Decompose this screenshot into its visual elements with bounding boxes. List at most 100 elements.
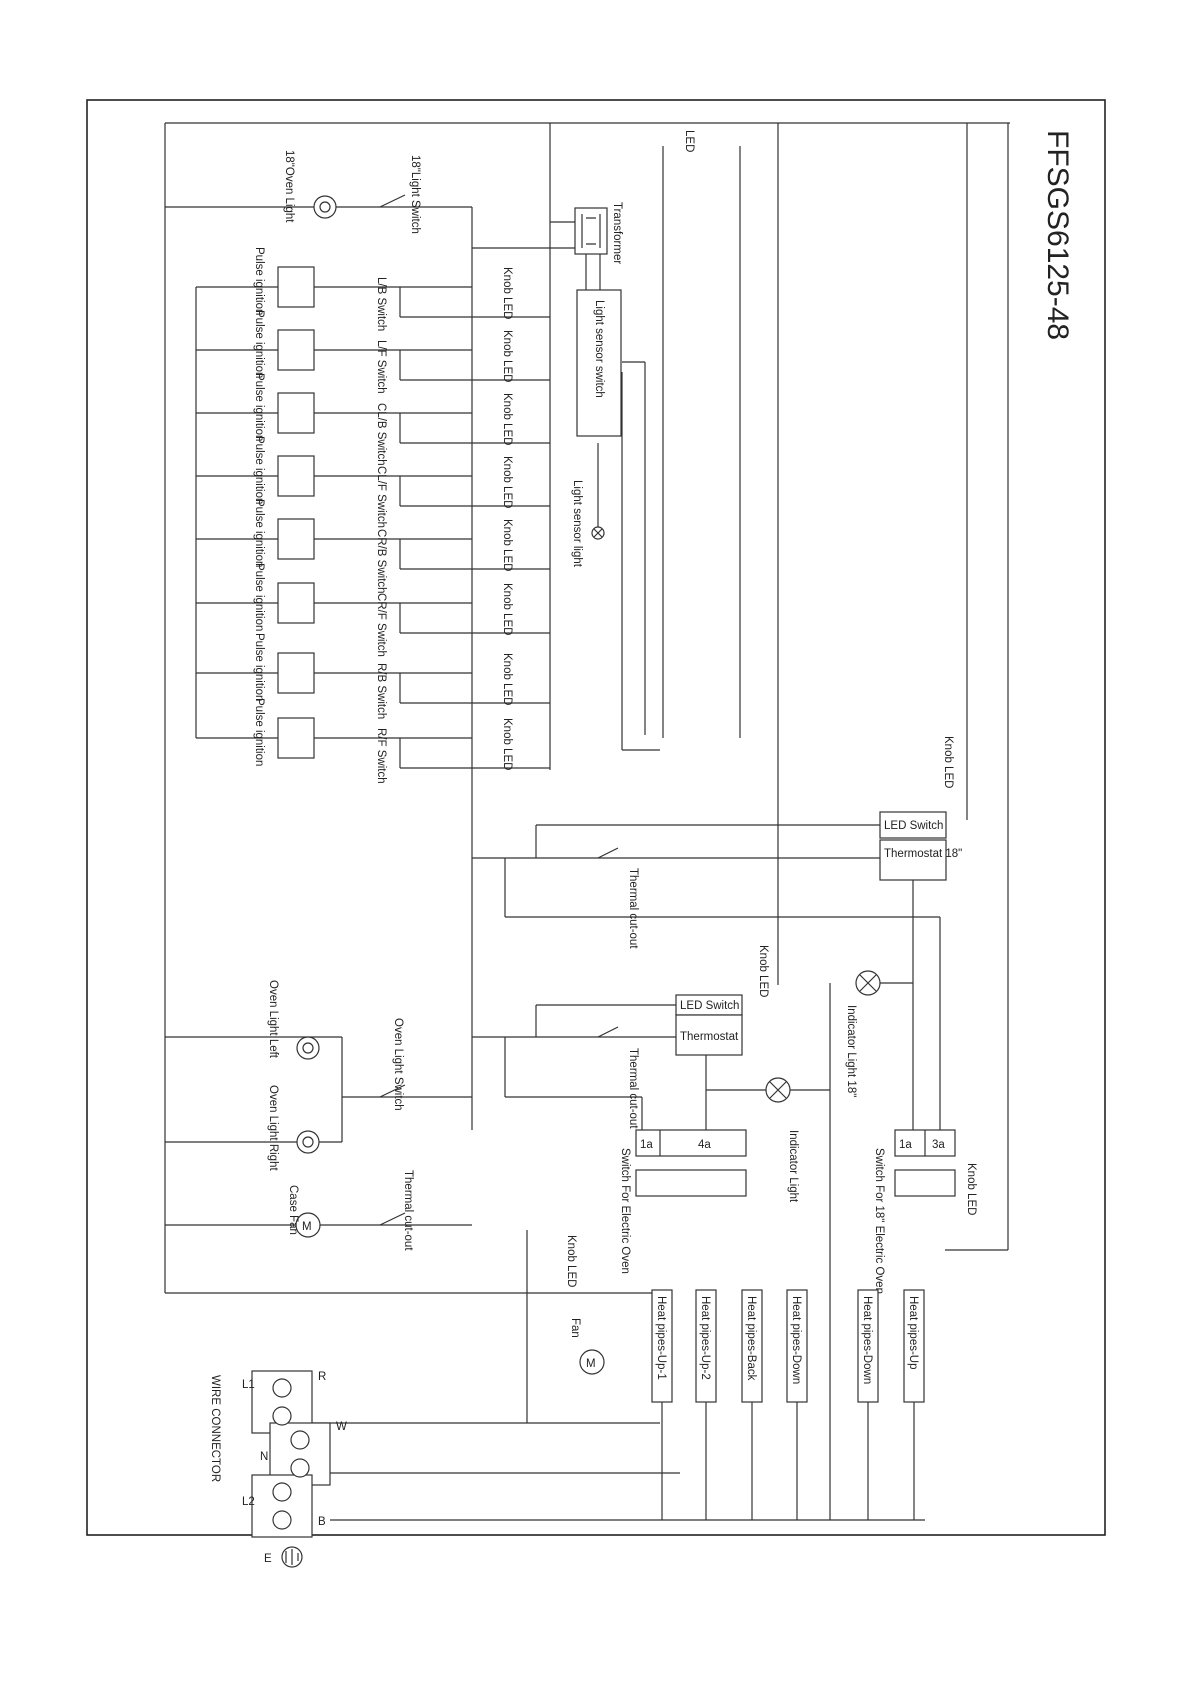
- knob-led-label: Knob LED: [501, 393, 513, 445]
- heat-pipe-label: Heat pipes-Down: [861, 1296, 873, 1384]
- svg-text:Knob LED: Knob LED: [942, 736, 954, 788]
- fan: M Fan: [569, 1318, 605, 1375]
- svg-text:Thermostat 18": Thermostat 18": [884, 848, 962, 860]
- burner-switch-label: CL/B Switch: [375, 403, 387, 466]
- oven-light-switch: Oven Light Switch: [379, 1018, 406, 1111]
- svg-text:N: N: [260, 1451, 268, 1463]
- knob-led-oven-main: Knob LED: [565, 1235, 577, 1287]
- ground-terminal: E: [264, 1546, 303, 1568]
- thermal-cutout-fan: Thermal cut-out: [379, 1170, 414, 1251]
- pulse-ignition-label: Pulse ignition: [253, 499, 265, 567]
- pulse-ignition-label: Pulse ignition: [253, 436, 265, 504]
- pulse-ignition-label: Pulse ignition: [253, 563, 265, 631]
- knob-led-label: Knob LED: [501, 583, 513, 635]
- pulse-ignition-box: [277, 717, 315, 759]
- heat-pipe: Heat pipes-Up-1: [651, 1289, 673, 1520]
- svg-text:Knob LED: Knob LED: [965, 1163, 977, 1215]
- burner-row: Pulse ignition CR/B Switch Knob LED: [196, 499, 550, 594]
- wire-connector: R W N L1 L2 B WIRE CONNECTOR: [209, 1370, 347, 1538]
- heat-pipe: Heat pipes-Down: [786, 1289, 808, 1520]
- svg-text:W: W: [336, 1421, 347, 1433]
- knob-led-label: Knob LED: [501, 267, 513, 319]
- svg-text:L1: L1: [242, 1379, 255, 1391]
- burner-row: Pulse ignition R/F Switch Knob LED: [196, 698, 550, 784]
- svg-text:Oven Light Right: Oven Light Right: [267, 1085, 279, 1171]
- svg-text:LED: LED: [683, 130, 695, 152]
- pulse-ignition-label: Pulse ignition: [253, 310, 265, 378]
- led-switch-oven: LED Switch: [675, 994, 743, 1016]
- pulse-ignition-box: [277, 392, 315, 434]
- pulse-ignition-label: Pulse ignition: [253, 373, 265, 441]
- heat-pipe-label: Heat pipes-Down: [790, 1296, 802, 1384]
- diagram-frame: [86, 99, 1106, 1536]
- svg-text:Case Fan: Case Fan: [287, 1185, 299, 1235]
- burner-switch-label: L/F Switch: [375, 340, 387, 394]
- svg-text:1a: 1a: [640, 1139, 653, 1151]
- oven-light-left: Oven Light Left: [267, 980, 320, 1060]
- burner-switch-label: L/B Switch: [375, 277, 387, 331]
- svg-text:3a: 3a: [932, 1139, 945, 1151]
- svg-text:Transformer: Transformer: [611, 202, 623, 264]
- pulse-ignition-box: [277, 582, 315, 624]
- svg-text:Switch For Electric Oven: Switch For Electric Oven: [619, 1148, 631, 1274]
- heat-pipe-label: Heat pipes-Up: [907, 1296, 919, 1370]
- switch-18-electric-oven: 1a 3a Switch For 18" Electric Oven: [873, 1129, 956, 1294]
- svg-text:4a: 4a: [698, 1139, 711, 1151]
- main-wires: [164, 122, 1010, 1521]
- case-fan: M Case Fan: [287, 1185, 321, 1238]
- heat-pipe: Heat pipes-Up: [903, 1289, 925, 1520]
- burner-switch-label: R/B Switch: [375, 663, 387, 719]
- svg-text:1a: 1a: [899, 1139, 912, 1151]
- thermal-cutout-oven: Thermal cut-out: [597, 1026, 639, 1129]
- burner-switch-label: R/F Switch: [375, 728, 387, 784]
- switch-electric-oven: 1a 4a Switch For Electric Oven: [619, 1129, 747, 1274]
- burner-switch-label: CL/F Switch: [375, 466, 387, 528]
- svg-text:Knob LED: Knob LED: [565, 1235, 577, 1287]
- heat-pipe-label: Heat pipes-Up-1: [655, 1296, 667, 1380]
- svg-text:Light sensor light: Light sensor light: [571, 480, 583, 568]
- svg-text:Thermostat: Thermostat: [680, 1031, 739, 1043]
- thermal-cutout-18: Thermal cut-out: [597, 847, 639, 949]
- heat-pipe: Heat pipes-Back: [741, 1289, 763, 1520]
- heat-pipe: Heat pipes-Up-2: [695, 1289, 717, 1520]
- svg-text:Indicator Light: Indicator Light: [787, 1130, 799, 1203]
- knob-led-label: Knob LED: [501, 519, 513, 571]
- pulse-ignition-label: Pulse ignition: [253, 698, 265, 766]
- svg-text:Knob LED: Knob LED: [757, 945, 769, 997]
- light-switch-18: 18"Light Switch: [379, 155, 421, 234]
- svg-text:Fan: Fan: [569, 1318, 581, 1338]
- led-switch-18: LED Switch: [879, 811, 947, 839]
- svg-text:Light sensor switch: Light sensor switch: [593, 300, 605, 398]
- knob-led-oven: Knob LED: [757, 945, 769, 997]
- svg-text:M: M: [586, 1358, 596, 1370]
- transformer: Transformer: [574, 202, 623, 264]
- knob-led-18-oven: Knob LED: [965, 1163, 977, 1215]
- knob-led-label: Knob LED: [501, 653, 513, 705]
- knob-led-label: Knob LED: [501, 718, 513, 770]
- heat-pipes: Heat pipes-Up-1 Heat pipes-Up-2 Heat pipes…: [651, 1289, 925, 1520]
- light-sensor-light: Light sensor light: [571, 480, 605, 568]
- burner-row: Pulse ignition CL/F Switch Knob LED: [196, 436, 550, 528]
- indicator-light-18: Indicator Light 18": [845, 970, 881, 1097]
- pulse-ignition-box: [277, 329, 315, 371]
- led-strip: LED: [662, 130, 741, 738]
- svg-text:Thermal cut-out: Thermal cut-out: [402, 1170, 414, 1251]
- svg-text:B: B: [318, 1516, 326, 1528]
- pulse-ignition-box: [277, 652, 315, 694]
- light-sensor-switch: Light sensor switch: [576, 254, 622, 437]
- burner-switch-label: CR/B Switch: [375, 529, 387, 594]
- svg-text:18"Light Switch: 18"Light Switch: [409, 155, 421, 234]
- thermostat-oven: Thermostat: [675, 1014, 743, 1056]
- pulse-ignition-box: [277, 518, 315, 560]
- svg-text:Thermal cut-out: Thermal cut-out: [627, 868, 639, 949]
- knob-led-label: Knob LED: [501, 456, 513, 508]
- pulse-ignition-box: [277, 266, 315, 308]
- svg-text:Thermal cut-out: Thermal cut-out: [627, 1048, 639, 1129]
- svg-text:LED Switch: LED Switch: [884, 820, 943, 832]
- heat-pipe-label: Heat pipes-Up-2: [699, 1296, 711, 1380]
- pulse-ignition-label: Pulse ignition: [253, 247, 265, 315]
